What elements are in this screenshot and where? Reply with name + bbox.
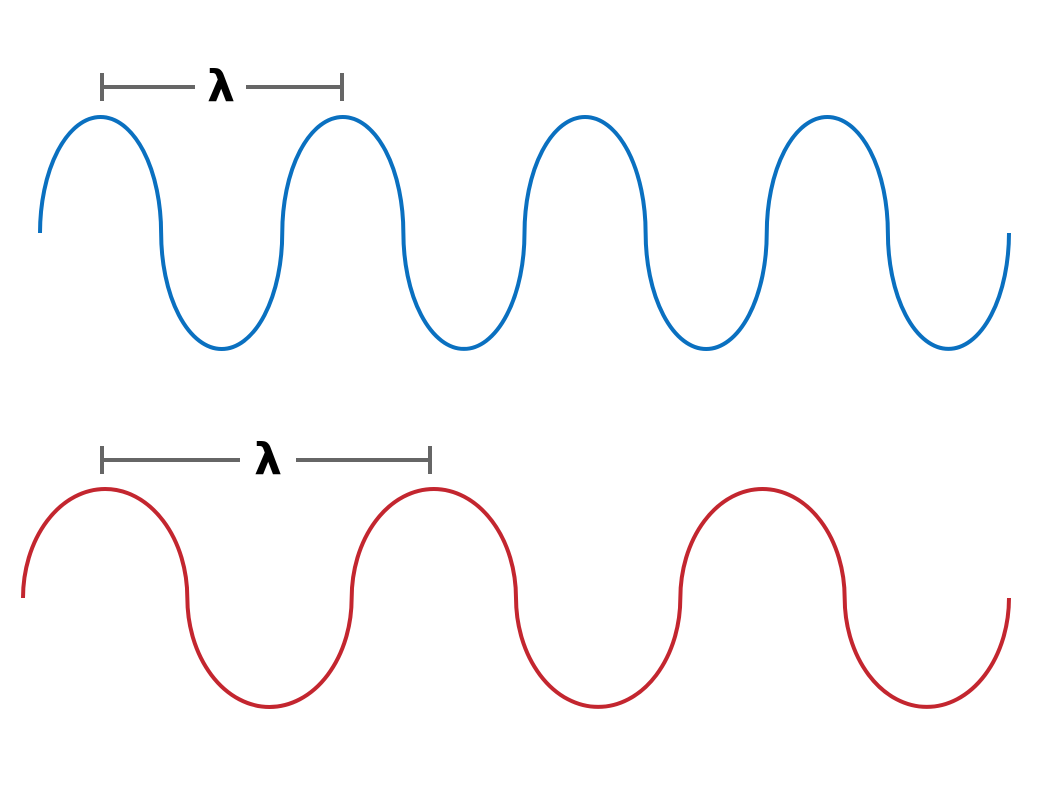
short-wavelength-label: λ — [207, 61, 235, 112]
long-wavelength-scale-bar — [100, 446, 432, 474]
short-wavelength-scale-bar — [100, 73, 344, 101]
long-wavelength-label: λ — [254, 434, 282, 485]
short-wave — [38, 115, 1011, 351]
long-wave — [21, 487, 1011, 709]
